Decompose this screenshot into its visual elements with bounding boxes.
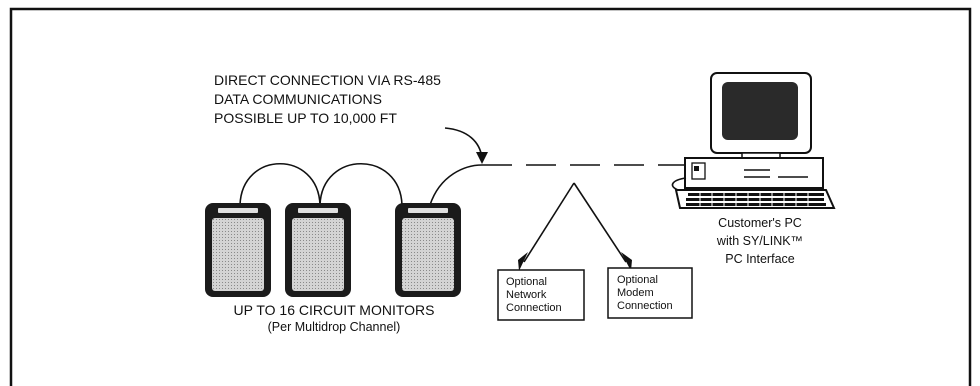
modem-branch-line (573, 182, 627, 263)
network-branch-line (523, 182, 575, 263)
monitor-cable-1 (239, 162, 321, 206)
modem-option-line-3: Connection (617, 300, 673, 312)
pc-caption-line-2: with SY/LINK™ (716, 234, 804, 248)
modem-option-line-1: Optional (617, 274, 658, 286)
pc-system-unit (684, 157, 824, 189)
diagram-frame (9, 7, 972, 386)
pc-icon (671, 72, 836, 209)
rs485-note-line-2: DATA COMMUNICATIONS (214, 91, 382, 107)
circuit-monitor-3 (395, 203, 461, 297)
modem-branch-arrowhead (621, 252, 632, 271)
pc-caption-line-1: Customer's PC (718, 216, 802, 230)
circuit-monitor-1 (205, 203, 271, 297)
circuit-monitor-2 (285, 203, 351, 297)
network-option-line-3: Connection (506, 302, 562, 314)
modem-option-box (607, 267, 693, 319)
network-branch-arrowhead (518, 252, 528, 271)
rs485-arrowhead (476, 152, 488, 164)
rs485-note-line-3: POSSIBLE UP TO 10,000 FT (214, 110, 397, 126)
rs485-note-line-1: DIRECT CONNECTION VIA RS-485 (214, 72, 441, 88)
modem-option-line-2: Modem (617, 287, 654, 299)
monitors-caption: UP TO 16 CIRCUIT MONITORS (233, 302, 435, 318)
pc-caption-line-3: PC Interface (725, 252, 795, 266)
monitors-subcaption: (Per Multidrop Channel) (267, 320, 401, 334)
network-option-line-2: Network (506, 289, 547, 301)
monitor-cable-2 (319, 162, 403, 206)
pc-screen (722, 82, 798, 140)
monitor-cable-3 (429, 164, 483, 206)
rs485-arrow (444, 127, 483, 159)
network-option-box (497, 269, 585, 321)
network-option-line-1: Optional (506, 276, 547, 288)
